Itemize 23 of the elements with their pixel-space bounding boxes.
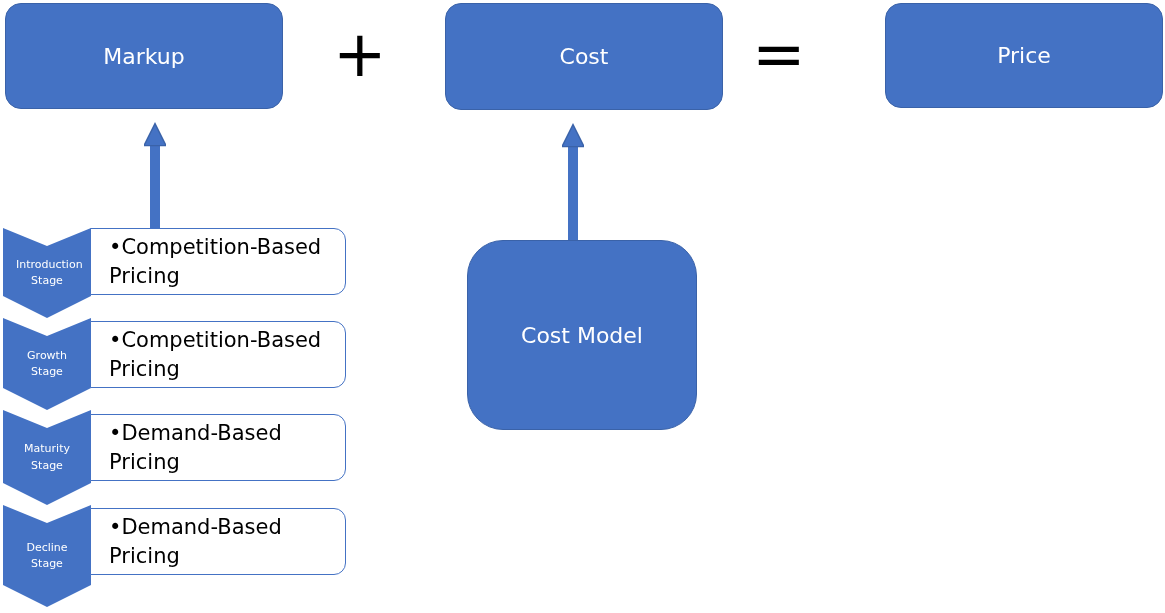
operator-symbol: + bbox=[333, 22, 387, 86]
pricing-box bbox=[90, 508, 346, 575]
operator-symbol: = bbox=[752, 22, 806, 86]
node-label: Cost bbox=[559, 44, 609, 69]
node-label: Cost Model bbox=[521, 322, 643, 348]
process-box bbox=[467, 240, 697, 430]
stage-label: Growth Stage bbox=[26, 347, 68, 380]
arrow bbox=[561, 123, 585, 240]
stage-label: Maturity Stage bbox=[23, 441, 71, 474]
pricing-box bbox=[90, 414, 346, 481]
stage-label: Decline Stage bbox=[25, 539, 69, 572]
node-label: Price bbox=[997, 43, 1051, 68]
process-box bbox=[445, 3, 723, 110]
node-label: •Demand-Based Pricing bbox=[109, 420, 283, 476]
process-box bbox=[5, 3, 283, 109]
node-label: •Competition-Based Pricing bbox=[109, 327, 323, 383]
pricing-box bbox=[90, 321, 346, 388]
arrow bbox=[143, 122, 167, 228]
node-label: •Demand-Based Pricing bbox=[109, 514, 283, 570]
node-label: •Competition-Based Pricing bbox=[109, 234, 323, 290]
process-box bbox=[885, 3, 1163, 108]
node-label: Markup bbox=[103, 43, 185, 69]
pricing-box bbox=[90, 228, 346, 295]
